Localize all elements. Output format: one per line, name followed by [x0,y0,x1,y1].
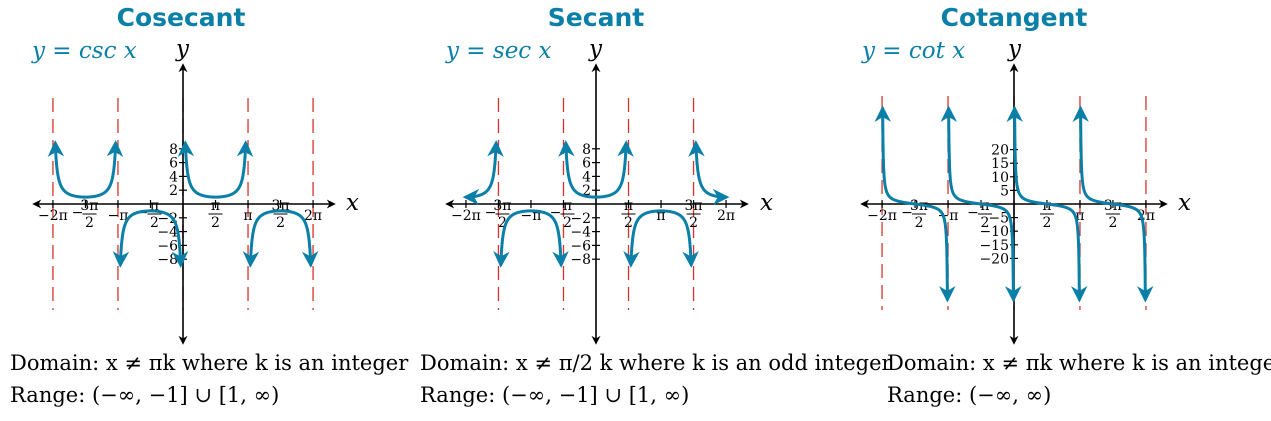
sec-domain-text: Domain: x ≠ π/2 k where k is an odd inte… [420,351,893,375]
x-tick-label-neg-pi-over-2-sign: − [967,205,979,221]
csc-curves [47,140,319,268]
x-tick-label-neg-3pi-over-2-den: 2 [85,215,94,231]
cot-range-text: Range: (−∞, ∞) [887,383,1051,407]
x-tick-label-pi-over-2-num: π [211,198,220,214]
x-tick-label-pi-over-2-den: 2 [1043,215,1052,231]
x-tick-label-2pi: 2π [717,208,735,224]
y-tick-label-6: 6 [169,156,178,172]
y-tick-label-neg-2: −2 [570,211,591,227]
csc-x-axis-label: x [346,190,359,216]
csc-branch-3 [177,140,254,199]
x-tick-label-pi-over-2-den: 2 [624,215,633,231]
y-tick-label-6: 6 [582,156,591,172]
x-tick-label-pi-over-2-num: π [624,198,633,214]
x-tick-label-neg-pi-over-2-den: 2 [150,215,159,231]
sec-branch-1 [462,140,504,206]
x-tick-label-neg-2pi: −2π [38,208,68,224]
x-tick-label-2pi: 2π [304,208,322,224]
x-tick-label-pi: π [243,208,252,224]
csc-y-axis-label: y [175,36,190,62]
x-tick-label-neg-pi-over-2: −π2 [550,198,575,231]
x-tick-label-neg-2pi: −2π [451,208,481,224]
x-tick-label-neg-3pi-over-2-sign: − [72,205,84,221]
sec-branch-2 [493,209,569,268]
x-tick-label-pi-over-2-num: π [1042,198,1051,214]
x-tick-label-neg-3pi-over-2-den: 2 [915,215,924,231]
cot-y-axis-label: y [1007,36,1022,62]
cot-branch-2 [940,105,1022,303]
x-tick-label-pi: π [656,208,665,224]
sec-branch-5 [688,140,730,206]
csc-branch-1 [47,140,124,199]
y-tick-label-neg-4: −4 [570,225,591,241]
secant-title: Secant [548,3,644,32]
x-tick-label-pi-over-2: π2 [621,198,636,231]
x-tick-label-neg-3pi-over-2-den: 2 [498,215,507,231]
csc-axes [32,63,336,345]
x-tick-label-neg-3pi-over-2: −3π2 [485,198,512,231]
cot-equation-label: y = cot x [861,38,965,64]
x-tick-label-neg-pi-over-2-sign: − [137,205,149,221]
y-tick-label-neg-20: −20 [979,251,1009,267]
x-tick-label-neg-pi-over-2-den: 2 [563,215,572,231]
y-tick-label-4: 4 [582,169,591,185]
x-tick-label-pi-over-2: π2 [208,198,223,231]
sec-y-axis-label: y [588,36,603,62]
cot-curves [874,105,1154,303]
x-tick-label-3pi-over-2-num: 3π [684,198,702,214]
x-tick-label-neg-pi-over-2-num: π [563,198,572,214]
cot-branch-3 [1006,105,1088,303]
sec-branch-4 [623,209,699,268]
y-tick-label-neg-2: −2 [157,211,178,227]
sec-curves [462,140,730,268]
y-tick-label-neg-4: −4 [157,225,178,241]
cot-domain-text: Domain: x ≠ πk where k is an integer [887,351,1271,375]
cot-branch-1 [874,105,956,303]
x-tick-label-3pi-over-2-den: 2 [689,215,698,231]
csc-equation-label: y = csc x [31,38,137,64]
csc-range-text: Range: (−∞, −1] ∪ [1, ∞) [10,383,279,407]
sec-branch-3 [558,140,634,199]
csc-domain-text: Domain: x ≠ πk where k is an integer [10,351,409,375]
y-tick-label-2: 2 [582,183,591,199]
y-tick-label-2: 2 [169,183,178,199]
x-tick-label-neg-2pi: −2π [867,208,897,224]
cot-branch-4 [1072,105,1154,303]
sec-equation-label: y = sec x [445,38,551,64]
sec-x-axis-label: x [760,190,773,216]
y-tick-label-8: 8 [169,142,178,158]
y-tick-label-5: 5 [1000,183,1009,199]
x-tick-label-3pi-over-2-den: 2 [1108,215,1117,231]
cot-x-axis-label: x [1178,190,1191,216]
x-tick-label-neg-3pi-over-2-num: 3π [80,198,98,214]
x-tick-label-3pi-over-2-den: 2 [276,215,285,231]
csc-branch-4 [242,209,319,268]
x-tick-label-neg-pi-over-2: −π2 [137,198,162,231]
x-tick-label-neg-pi: −π [108,208,129,224]
csc-branch-2 [112,209,189,268]
x-tick-label-neg-3pi-over-2-num: 3π [493,198,511,214]
x-tick-label-neg-3pi-over-2: −3π2 [72,198,99,231]
x-tick-label-neg-pi-over-2-num: π [150,198,159,214]
y-tick-label-4: 4 [169,169,178,185]
y-tick-label-neg-8: −8 [570,252,591,268]
x-tick-label-neg-3pi-over-2-sign: − [485,205,497,221]
sec-range-text: Range: (−∞, −1] ∪ [1, ∞) [420,383,689,407]
cosecant-title: Cosecant [117,3,246,32]
x-tick-label-neg-pi-over-2-sign: − [550,205,562,221]
x-tick-label-3pi-over-2: 3π2 [271,198,289,231]
x-tick-label-pi-over-2-den: 2 [211,215,220,231]
y-tick-label-neg-8: −8 [157,252,178,268]
y-tick-label-neg-6: −6 [570,238,591,254]
y-tick-label-neg-6: −6 [157,238,178,254]
cotangent-title: Cotangent [941,3,1088,32]
